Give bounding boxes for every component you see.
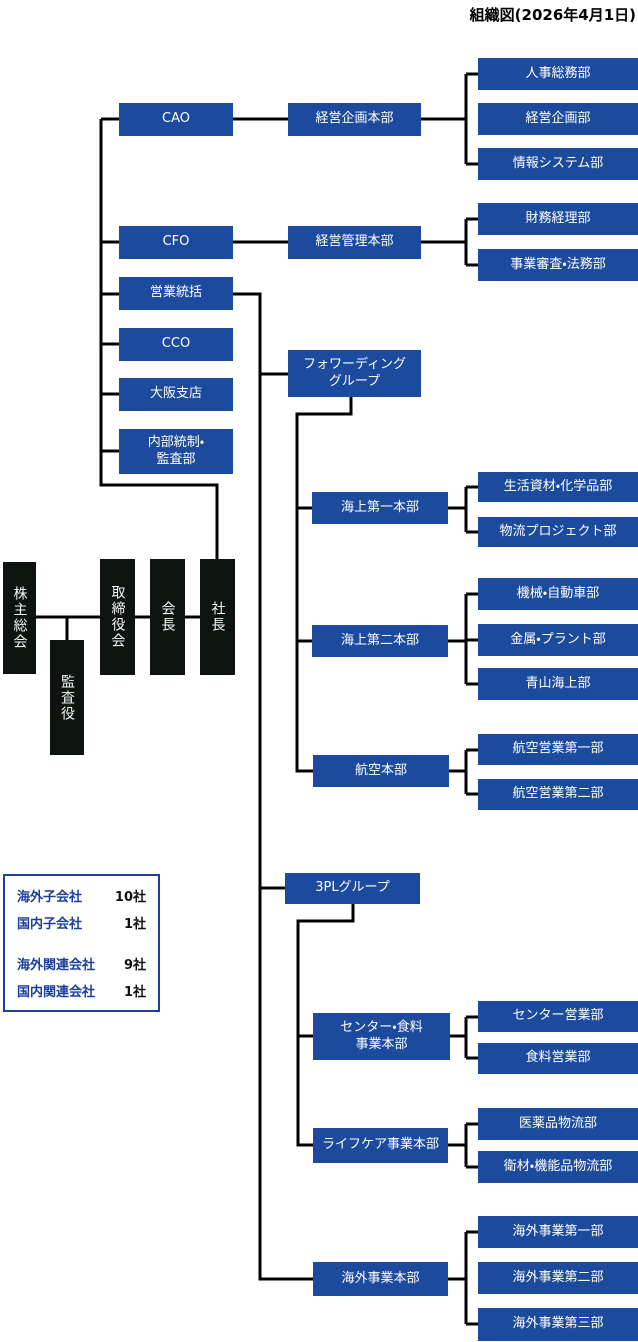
- legend-label: 国内子会社: [17, 917, 83, 932]
- node-air-cargo-hq: 航空本部: [313, 755, 449, 787]
- node-finance-accounting: 財務経理部: [478, 203, 638, 235]
- legend-count: 9社: [123, 958, 146, 973]
- node-osaka-branch: 大阪支店: [119, 378, 233, 411]
- node-3pl-group: 3PLグループ: [285, 873, 420, 904]
- node-overseas-business-hq: 海外事業本部: [313, 1262, 448, 1296]
- node-internal-control-audit: 内部統制・ 監査部: [119, 429, 233, 474]
- node-cfo: CFO: [119, 226, 233, 259]
- node-sanitary-functional-logistics: 衛材・機能品物流部: [478, 1151, 638, 1183]
- node-information-systems: 情報システム部: [478, 148, 638, 180]
- legend-count: 10社: [114, 890, 146, 905]
- node-corporate-planning-dept: 経営企画部: [478, 103, 638, 135]
- node-marine-second-hq: 海上第二本部: [312, 625, 448, 657]
- node-overseas-third: 海外事業第三部: [478, 1308, 638, 1341]
- node-machinery-automotive: 機械・自動車部: [478, 578, 638, 610]
- node-metal-plant: 金属・プラント部: [478, 624, 638, 656]
- node-center-sales: センター営業部: [478, 1001, 638, 1032]
- legend-row: 国内関連会社 1社: [17, 981, 146, 1000]
- node-corporate-planning-hq: 経営企画本部: [288, 103, 421, 136]
- legend-label: 海外子会社: [17, 890, 83, 905]
- node-cco: CCO: [119, 328, 233, 361]
- node-marine-first-hq: 海上第一本部: [312, 492, 448, 524]
- group-companies-legend: 海外子会社 10社 国内子会社 1社 海外関連会社 9社 国内関連会社 1社: [3, 874, 160, 1012]
- node-business-review-legal: 事業審査・法務部: [478, 249, 638, 281]
- node-pharma-logistics: 医薬品物流部: [478, 1108, 638, 1140]
- node-chairman: 会長: [150, 559, 185, 675]
- node-air-sales-second: 航空営業第二部: [478, 779, 638, 810]
- node-president: 社長: [200, 559, 235, 675]
- node-sales-control: 営業統括: [119, 277, 233, 310]
- node-hr-general-affairs: 人事総務部: [478, 58, 638, 90]
- legend-row: 国内子会社 1社: [17, 913, 146, 932]
- node-corporate-admin-hq: 経営管理本部: [288, 226, 421, 259]
- node-center-food-hq: センター・食料 事業本部: [313, 1013, 450, 1060]
- node-board-of-directors: 取締役会: [100, 559, 135, 675]
- legend-row: 海外子会社 10社: [17, 886, 146, 905]
- legend-label: 海外関連会社: [17, 958, 96, 973]
- node-logistics-project: 物流プロジェクト部: [478, 517, 638, 547]
- legend-row: 海外関連会社 9社: [17, 954, 146, 973]
- node-living-materials-chemicals: 生活資材・化学品部: [478, 472, 638, 502]
- node-shareholders-meeting: 株主総会: [3, 562, 36, 674]
- legend-count: 1社: [123, 985, 146, 1000]
- node-lifecare-hq: ライフケア事業本部: [313, 1128, 448, 1163]
- legend-label: 国内関連会社: [17, 985, 96, 1000]
- node-cao: CAO: [119, 103, 233, 136]
- node-air-sales-first: 航空営業第一部: [478, 734, 638, 765]
- chart-title: 組織図(2026年4月1日): [469, 6, 636, 24]
- node-auditors: 監査役: [50, 640, 84, 755]
- node-overseas-second: 海外事業第二部: [478, 1262, 638, 1294]
- legend-count: 1社: [123, 917, 146, 932]
- node-aoyama-marine: 青山海上部: [478, 668, 638, 700]
- node-food-sales: 食料営業部: [478, 1043, 638, 1074]
- node-overseas-first: 海外事業第一部: [478, 1216, 638, 1248]
- node-forwarding-group: フォワーディング グループ: [288, 350, 421, 397]
